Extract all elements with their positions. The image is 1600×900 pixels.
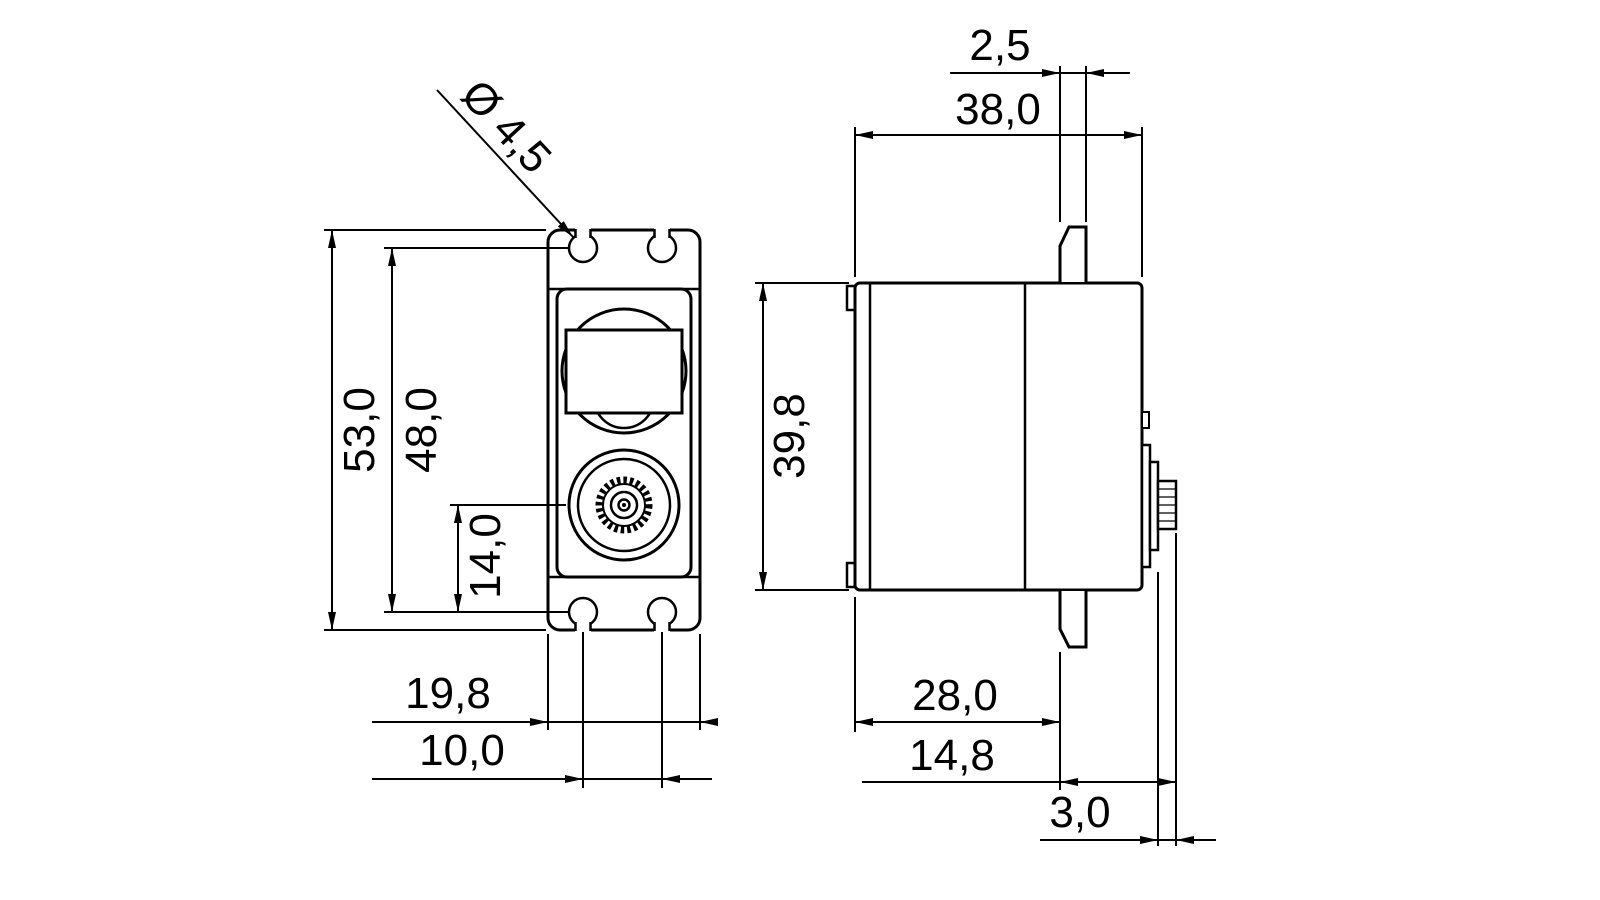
dim-spline-length: 3,0 [1040, 572, 1216, 846]
dim-shaft-to-holes: 14,0 [450, 504, 566, 612]
mount-hole-top-left [567, 223, 599, 264]
dim-hole-spacing-horizontal: 10,0 [372, 632, 712, 788]
dim-label-body-width: 19,8 [405, 669, 491, 718]
dim-label-shaft-to-holes: 14,0 [461, 513, 510, 599]
servo-front-view [546, 223, 702, 637]
dim-body-width: 19,8 [372, 634, 718, 730]
output-spline-side [1156, 479, 1178, 531]
mount-hole-top-right [646, 223, 678, 264]
dim-flange-to-shaft-tip: 14,8 [862, 533, 1177, 846]
label-window [564, 328, 684, 415]
output-shaft-front [567, 448, 681, 562]
dim-label-hole-spacing-vertical: 48,0 [397, 387, 446, 473]
dim-body-height: 39,8 [755, 282, 849, 591]
flange-tab-bottom [1058, 591, 1088, 649]
spline-teeth-ring [595, 476, 653, 534]
dim-label-case-to-flange: 28,0 [912, 671, 998, 720]
flange-tab-top [1058, 225, 1088, 282]
dim-label-body-length: 38,0 [955, 85, 1041, 134]
dim-label-flange-thickness: 2,5 [969, 21, 1030, 70]
dim-label-hole-spacing-horizontal: 10,0 [419, 726, 505, 775]
dim-body-length: 38,0 [854, 85, 1143, 277]
mount-hole-bottom-left [567, 596, 599, 637]
dim-hole-spacing-vertical: 48,0 [384, 247, 568, 613]
mount-hole-bottom-right [646, 596, 678, 637]
dim-label-body-height: 39,8 [765, 393, 814, 479]
dim-overall-height: 53,0 [324, 229, 546, 631]
dim-label-overall-height: 53,0 [335, 387, 384, 473]
dim-label-spline-length: 3,0 [1049, 788, 1110, 837]
dim-case-to-flange: 28,0 [854, 597, 1061, 790]
side-body-outline [853, 281, 1144, 592]
dim-label-flange-to-shaft-tip: 14,8 [909, 731, 995, 780]
side-view-dimensions: 2,5 38,0 39,8 28,0 14,8 [755, 21, 1216, 846]
dim-flange-thickness: 2,5 [950, 21, 1130, 222]
dim-mount-hole-diameter: Ø 4,5 [436, 71, 574, 238]
servo-side-view [845, 225, 1178, 649]
